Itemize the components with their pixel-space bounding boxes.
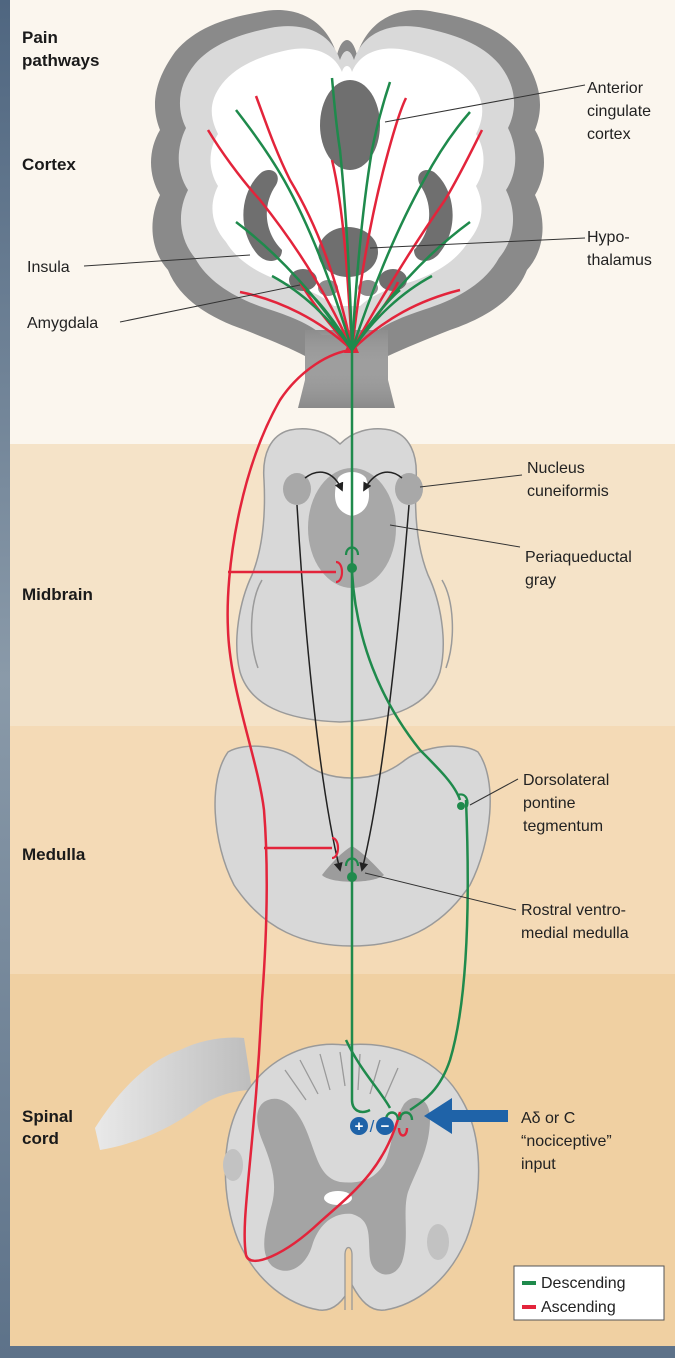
cortex-label: Cortex — [22, 155, 76, 174]
input-label-line1: Aδ or C — [521, 1110, 575, 1127]
diagram-title-line1: Pain — [22, 28, 58, 47]
acc-label-line3: cortex — [587, 126, 631, 143]
pag-synapse — [347, 563, 357, 573]
legend: Descending Ascending — [514, 1266, 664, 1320]
acc-label-line1: Anterior — [587, 80, 644, 97]
dlpt-label-line3: tegmentum — [523, 818, 603, 835]
excitatory-inhibitory-sign: + / − — [350, 1117, 394, 1136]
hypothalamus-label-line2: thalamus — [587, 252, 652, 269]
midbrain-label: Midbrain — [22, 585, 93, 604]
nucleus-cuneiformis-right — [395, 473, 423, 505]
input-label-line3: input — [521, 1156, 556, 1173]
nucleus-cuneiformis-left — [283, 473, 311, 505]
legend-descending-label: Descending — [541, 1275, 626, 1292]
diagram-title-line2: pathways — [22, 51, 99, 70]
medulla-label: Medulla — [22, 845, 86, 864]
rvm-synapse — [347, 872, 357, 882]
nucleus-cuneiformis-label-line1: Nucleus — [527, 460, 585, 477]
legend-descending-swatch — [522, 1281, 536, 1285]
svg-text:−: − — [381, 1118, 390, 1135]
input-label-line2: “nociceptive” — [521, 1133, 612, 1150]
rvm-label-line2: medial medulla — [521, 925, 629, 942]
dlpt-label-line2: pontine — [523, 795, 576, 812]
hypothalamus-label-line1: Hypo- — [587, 229, 630, 246]
rvm-label-line1: Rostral ventro- — [521, 902, 626, 919]
pag-label-line1: Periaqueductal — [525, 549, 632, 566]
pag-label-line2: gray — [525, 572, 556, 589]
acc-label-line2: cingulate — [587, 103, 651, 120]
legend-ascending-swatch — [522, 1305, 536, 1309]
dlpt-synapse — [457, 802, 465, 810]
svg-text:/: / — [370, 1117, 375, 1136]
nucleus-cuneiformis-label-line2: cuneiformis — [527, 483, 609, 500]
amygdala-label: Amygdala — [27, 315, 98, 332]
legend-ascending-label: Ascending — [541, 1299, 616, 1316]
spinal-cord-label-line1: Spinal — [22, 1107, 73, 1126]
insula-label: Insula — [27, 259, 70, 276]
spinal-cord-label-line2: cord — [22, 1129, 59, 1148]
svg-text:+: + — [355, 1118, 364, 1135]
dlpt-label-line1: Dorsolateral — [523, 772, 609, 789]
